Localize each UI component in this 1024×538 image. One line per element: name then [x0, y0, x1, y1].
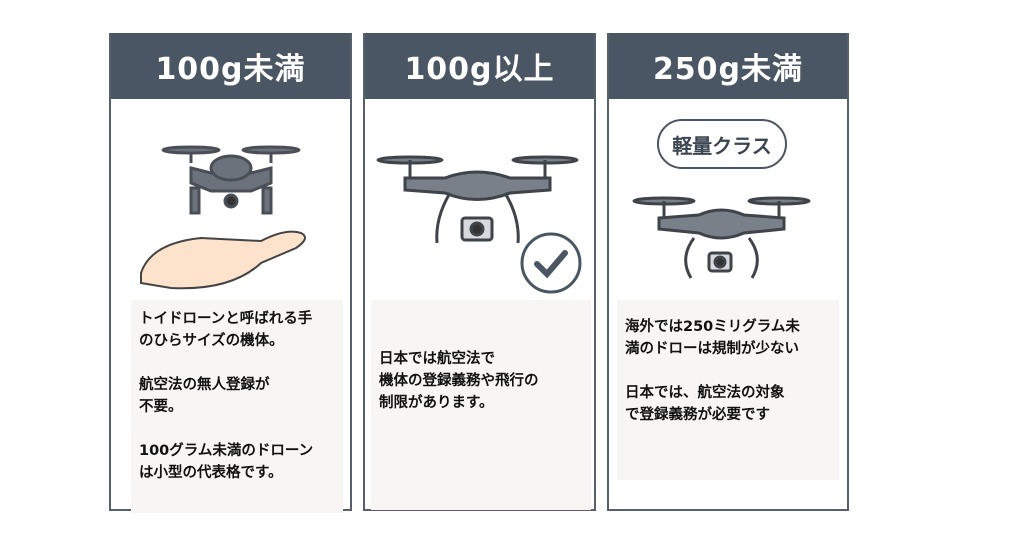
description-paragraph: 航空法の無人登録が 不要。 [139, 377, 270, 415]
card-over-100g: 100g以上 日本では航空法で 機体の登録義務や飛行の 制限があります。 [363, 33, 596, 511]
card-description: 海外では250ミリグラム未 満のドローは規制が少ない 日本では、航空法の対象 で… [617, 300, 839, 480]
drone-icon [632, 196, 811, 279]
card-under-100g: 100g未満 トイドローンと呼ばれる手 のひらサイズの機体。 航空法の無人登録が… [109, 33, 352, 513]
card-description: トイドローンと呼ばれる手 のひらサイズの機体。 航空法の無人登録が 不要。 10… [131, 300, 343, 513]
check-icon [520, 232, 582, 294]
card-title: 100g以上 [365, 33, 594, 99]
card-description: 日本では航空法で 機体の登録義務や飛行の 制限があります。 [371, 300, 591, 510]
card-title: 100g未満 [111, 33, 350, 99]
drone-on-hand-icon [140, 145, 306, 290]
description-paragraph: 海外では250ミリグラム未 満のドローは規制が少ない [625, 319, 800, 357]
description-paragraph: 日本では、航空法の対象 で登録義務が必要です [625, 385, 785, 423]
speech-bubble: 軽量クラス [657, 119, 787, 169]
description-paragraph: トイドローンと呼ばれる手 のひらサイズの機体。 [139, 311, 313, 349]
card-title: 250g未満 [609, 33, 847, 99]
card-under-250g: 250g未満 軽量クラス 海外では250ミリグラム未 満のドローは規制が少ない … [607, 33, 849, 511]
description-paragraph: 100グラム未満のドローン は小型の代表格です。 [139, 443, 314, 481]
description-paragraph: 日本では航空法で 機体の登録義務や飛行の 制限があります。 [379, 351, 539, 411]
drone-icon [376, 155, 579, 244]
